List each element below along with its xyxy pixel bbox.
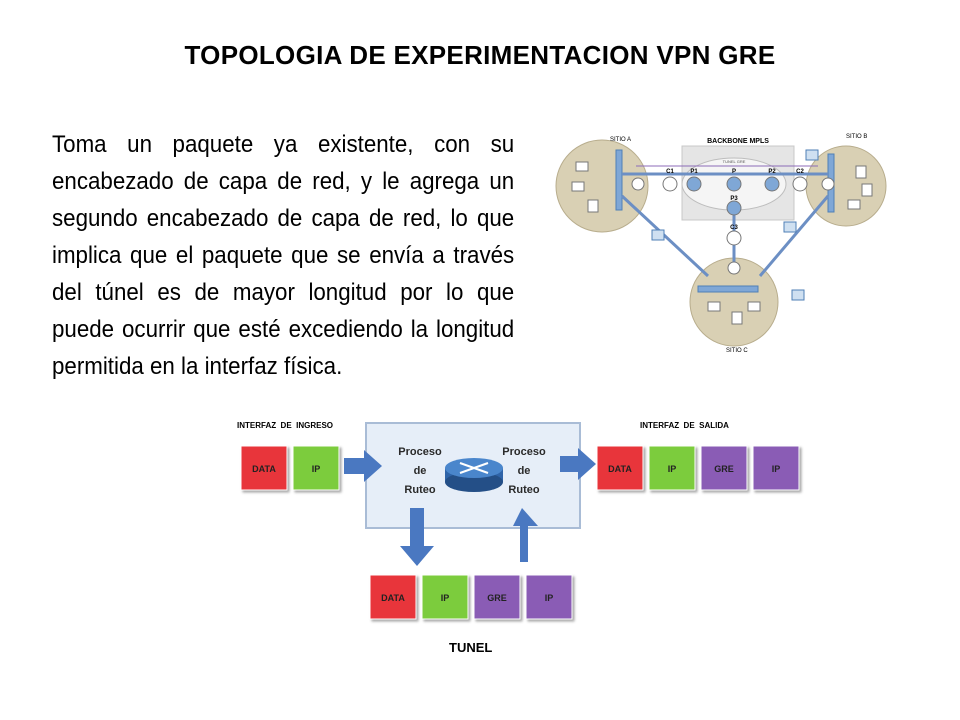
- process-right-line-3: Ruteo: [508, 484, 539, 496]
- ingress-packet-label-data: DATA: [252, 464, 276, 474]
- egress-packet-block-ip: [752, 445, 800, 491]
- tunnel-packet-block-gre: [473, 574, 521, 620]
- egress-packet-label-data: DATA: [608, 464, 632, 474]
- site-a-host-3: [587, 199, 599, 213]
- process-right-line-1: Proceso: [502, 446, 546, 458]
- site-c-host-1: [707, 301, 721, 312]
- router-site-b: [821, 177, 835, 191]
- tunnel-packet-label-ip: IP: [441, 593, 450, 603]
- router-c1: [662, 176, 678, 192]
- arrow-ingress-to-process: [344, 450, 382, 482]
- network-topology-diagram: BACKBONE MPLS SITIO A SITIO B SITIO C C1…: [555, 134, 887, 354]
- router-site-c: [727, 261, 741, 275]
- backbone-label: BACKBONE MPLS: [707, 138, 769, 145]
- site-c-switch: [697, 285, 759, 293]
- ingress-packet-label-ip: IP: [312, 464, 321, 474]
- egress-packet-block-gre: [700, 445, 748, 491]
- ingress-packet-block-ip: [292, 445, 340, 491]
- egress-interface-label: INTERFAZ DE SALIDA: [640, 421, 729, 430]
- router-p2-label: P2: [768, 169, 776, 175]
- ingress-interface-label: INTERFAZ DE INGRESO: [237, 421, 333, 430]
- arrow-tunnel-to-process: [513, 508, 538, 562]
- monitor-icon-a: [651, 229, 665, 241]
- site-a-host-1: [575, 161, 589, 172]
- process-right-line-2: de: [518, 465, 531, 477]
- description-text: Toma un paquete ya existente, con su enc…: [52, 131, 515, 380]
- router-c3-label: C3: [730, 225, 738, 231]
- router-p3-label: P3: [730, 196, 738, 202]
- ingress-packet-block-data: [240, 445, 288, 491]
- router-icon: [445, 458, 503, 492]
- process-left-line-2: de: [414, 465, 427, 477]
- page-title: TOPOLOGIA DE EXPERIMENTACION VPN GRE: [184, 40, 776, 70]
- router-c1-label: C1: [666, 169, 674, 175]
- router-p1: [686, 176, 702, 192]
- tunnel-gre-label: TUNEL GRE: [723, 159, 746, 164]
- router-p: [726, 176, 742, 192]
- arrow-process-to-tunnel: [400, 508, 434, 566]
- arrow-process-to-egress: [560, 448, 596, 480]
- router-p-label: P: [732, 169, 736, 175]
- tunnel-packet-label-data: DATA: [381, 593, 405, 603]
- tunnel-packet-block-ip: [421, 574, 469, 620]
- tunnel-packet-label-gre: GRE: [487, 593, 507, 603]
- site-b-host-1: [855, 165, 867, 179]
- site-b-host-2: [861, 183, 873, 197]
- router-p1-label: P1: [690, 169, 698, 175]
- process-left-line-1: Proceso: [398, 446, 442, 458]
- tunnel-packet-block-ip: [525, 574, 573, 620]
- tunnel-packet-block-data: [369, 574, 417, 620]
- monitor-icon-b: [805, 149, 819, 161]
- site-a-label: SITIO A: [610, 137, 631, 143]
- site-c-host-2: [731, 311, 743, 325]
- monitor-icon-d: [791, 289, 805, 301]
- process-left-line-3: Ruteo: [404, 484, 435, 496]
- egress-packet-block-data: [596, 445, 644, 491]
- router-c3: [726, 230, 742, 246]
- site-c-host-3: [747, 301, 761, 312]
- router-c2: [792, 176, 808, 192]
- egress-packet-block-ip: [648, 445, 696, 491]
- egress-packet-label-ip: IP: [668, 464, 677, 474]
- tunnel-packet-label-ip: IP: [545, 593, 554, 603]
- site-a-host-2: [571, 181, 585, 192]
- site-a-switch: [615, 149, 623, 211]
- tunnel-label: TUNEL: [449, 640, 492, 655]
- site-c-label: SITIO C: [726, 348, 748, 354]
- egress-packet-label-ip: IP: [772, 464, 781, 474]
- router-p3: [726, 200, 742, 216]
- router-c2-label: C2: [796, 169, 804, 175]
- egress-packet-label-gre: GRE: [714, 464, 734, 474]
- site-b-label: SITIO B: [846, 134, 867, 140]
- site-b-host-3: [847, 199, 861, 210]
- router-site-a: [631, 177, 645, 191]
- monitor-icon-c: [783, 221, 797, 233]
- router-p2: [764, 176, 780, 192]
